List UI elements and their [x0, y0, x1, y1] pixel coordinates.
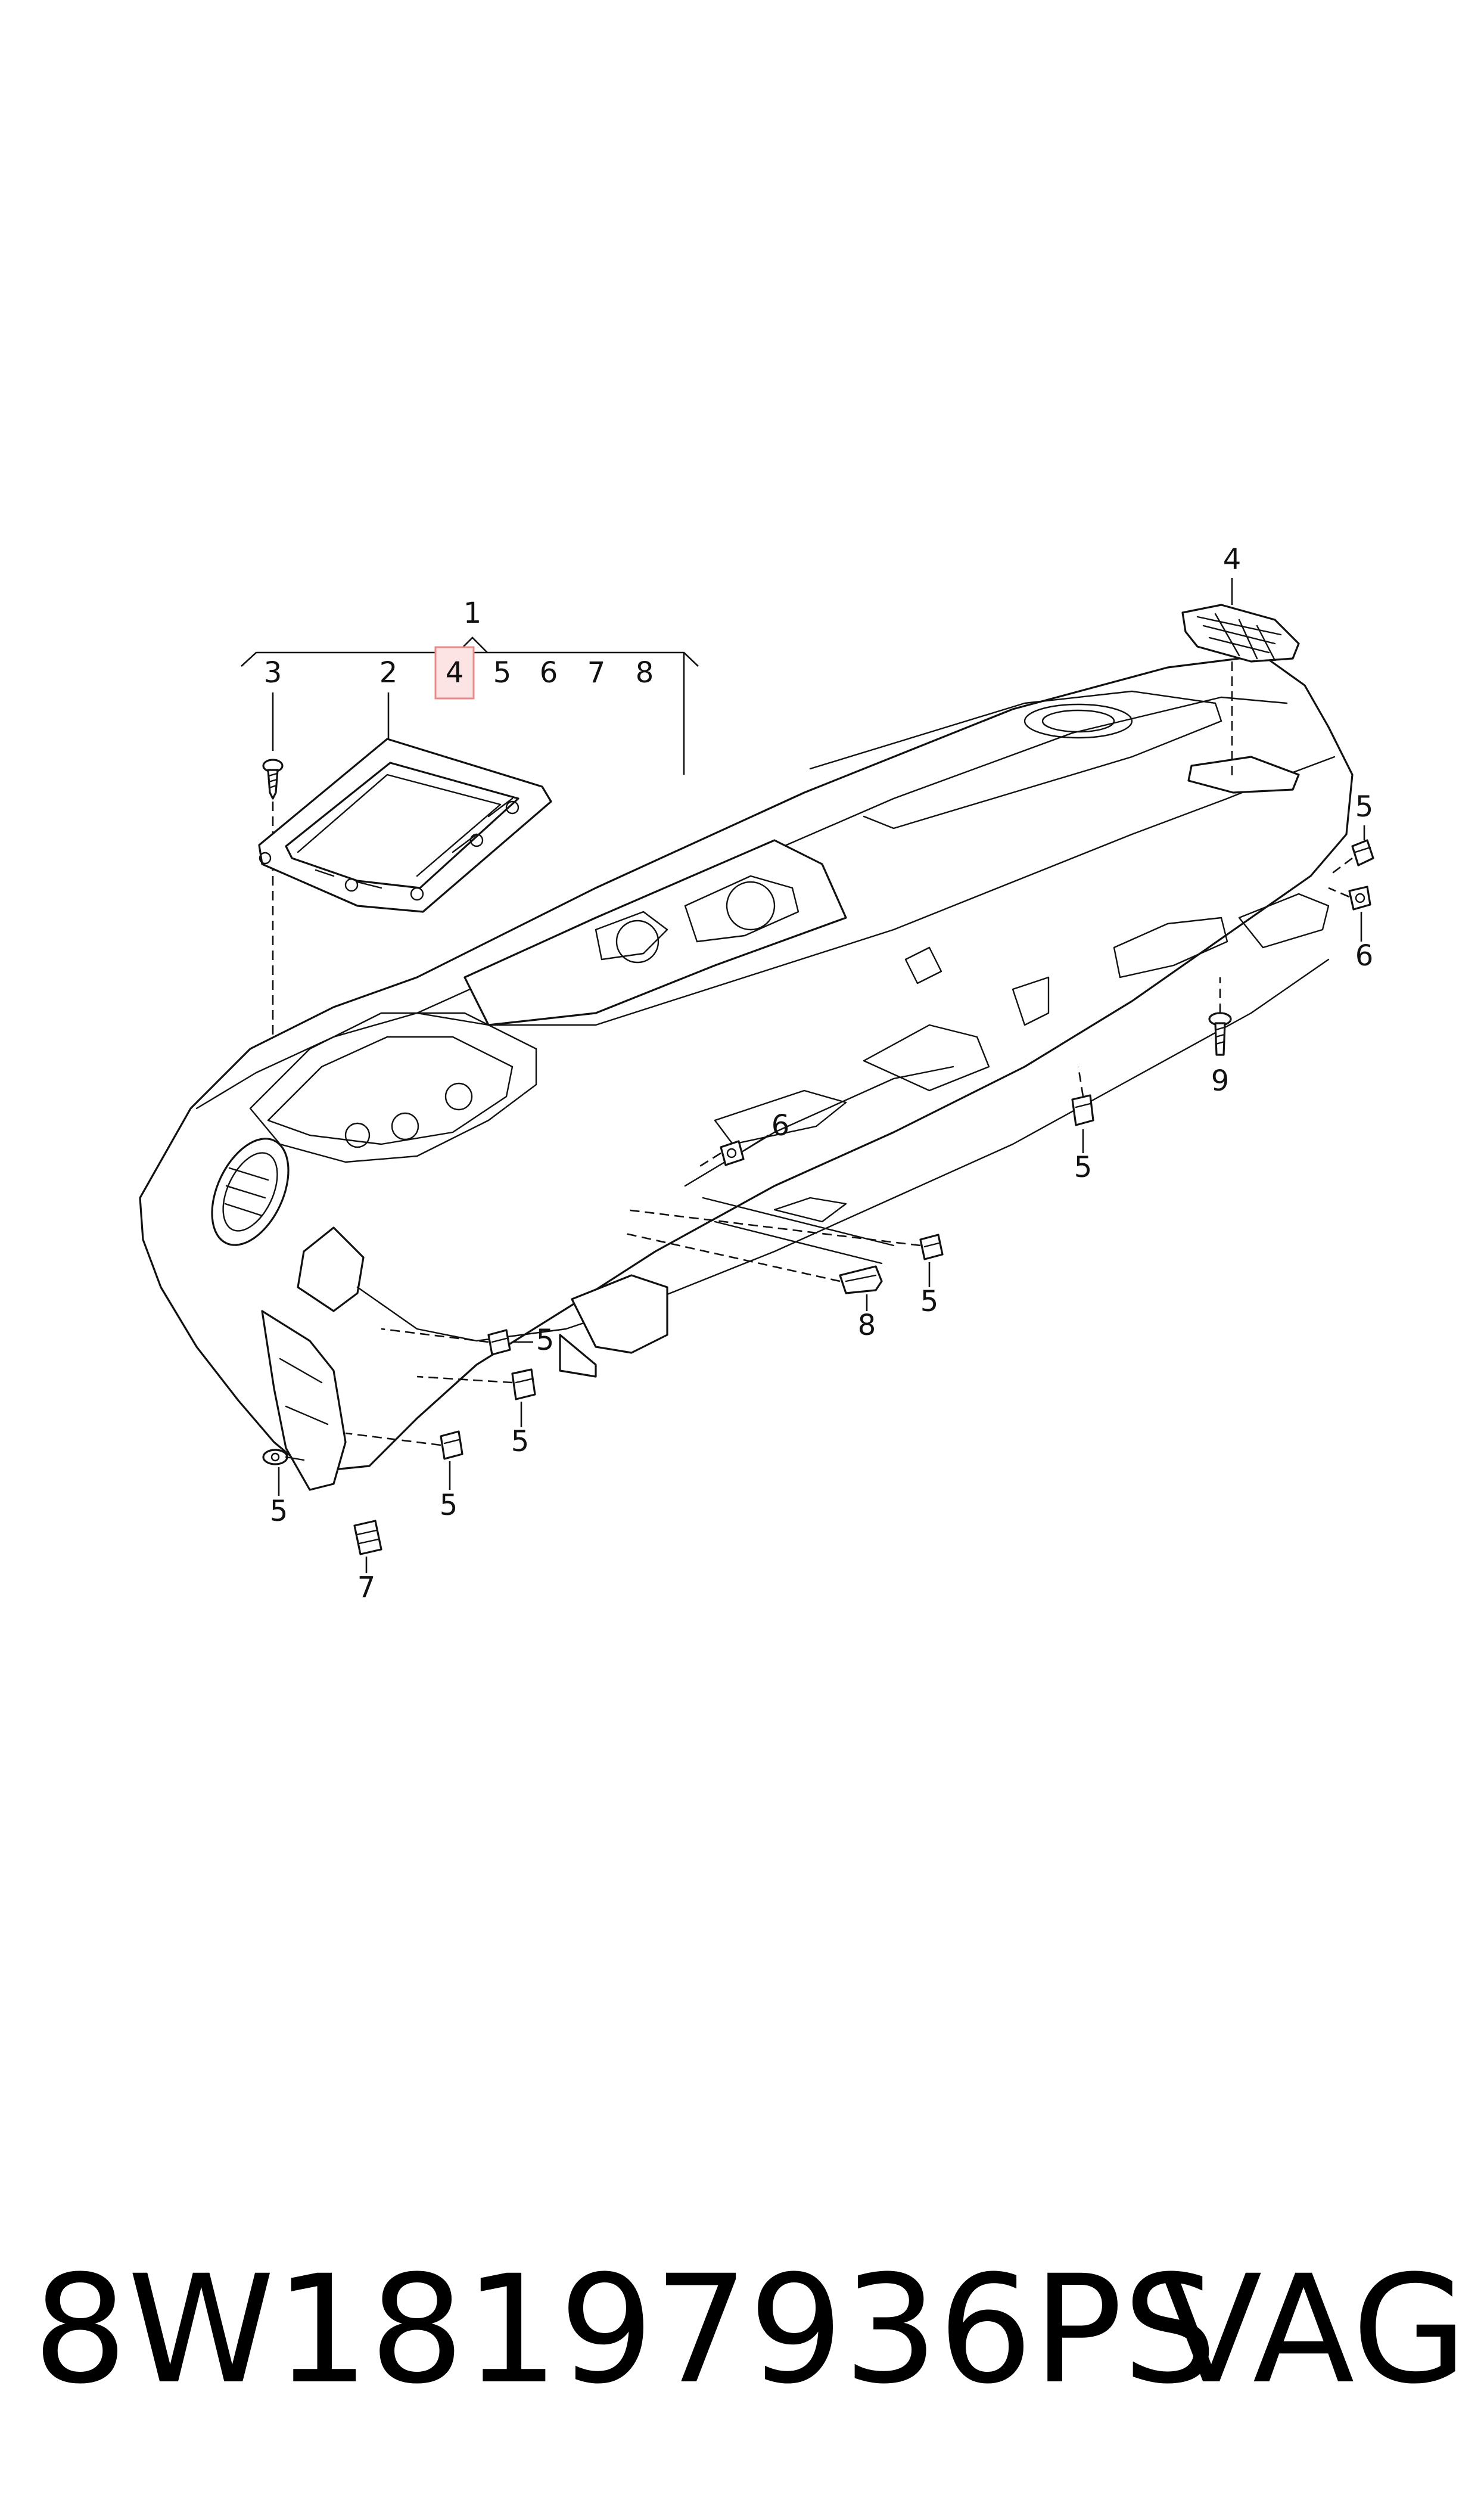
callout-1[interactable]: 1: [463, 597, 482, 630]
clip-icon-left-3: [440, 1430, 463, 1460]
callout-nut-center[interactable]: 6: [771, 1109, 790, 1142]
callout-clip-left-3[interactable]: 5: [440, 1489, 458, 1522]
callout-8[interactable]: 8: [636, 656, 654, 689]
highlight-box: [434, 646, 475, 700]
defroster-vent-part: [1181, 604, 1300, 663]
callout-clip-right-upper[interactable]: 5: [1355, 790, 1374, 824]
callout-5[interactable]: 5: [493, 656, 512, 689]
callout-nut-right-lower[interactable]: 6: [1355, 939, 1374, 973]
clip-icon-center: [919, 1234, 944, 1260]
clip-icon-left-1: [487, 1329, 511, 1356]
bolt-icon: [1208, 1012, 1232, 1056]
callout-2[interactable]: 2: [379, 656, 398, 689]
callout-clip-left-2[interactable]: 5: [511, 1425, 530, 1458]
footer: 8W18197936PS VAG: [0, 2241, 1484, 2419]
bracket-icon-center: [839, 1265, 883, 1294]
nut-icon-center: [720, 1140, 745, 1166]
callout-defroster-vent[interactable]: 4: [1223, 543, 1242, 576]
dashboard-panel: [139, 654, 1354, 1491]
callout-clip-center-right[interactable]: 5: [1074, 1151, 1093, 1184]
callout-clip-center[interactable]: 5: [920, 1285, 939, 1318]
callout-bracket-center[interactable]: 8: [858, 1309, 876, 1342]
callout-bolt[interactable]: 9: [1211, 1064, 1230, 1098]
callout-3[interactable]: 3: [264, 656, 282, 689]
screw-icon: [262, 759, 284, 800]
callout-clip-left-4[interactable]: 5: [270, 1495, 288, 1528]
clip-icon-center-right: [1071, 1094, 1094, 1126]
part-number: 8W18197936PS: [33, 2243, 1218, 2416]
clip-icon-left-4: [262, 1449, 305, 1465]
retainer-icon-bottom: [353, 1520, 382, 1555]
callout-4-highlighted[interactable]: 4: [446, 656, 464, 689]
callout-retainer-bottom[interactable]: 7: [357, 1571, 376, 1604]
clip-icon-right-upper: [1351, 839, 1374, 866]
clip-icon-left-2: [511, 1368, 536, 1400]
brand: VAG: [1160, 2243, 1467, 2416]
callout-7[interactable]: 7: [587, 656, 606, 689]
nut-icon-right-lower: [1348, 886, 1371, 911]
callout-6[interactable]: 6: [540, 656, 558, 689]
trim-frame-part: [258, 738, 552, 913]
callout-clip-left-1[interactable]: 5: [536, 1324, 555, 1357]
